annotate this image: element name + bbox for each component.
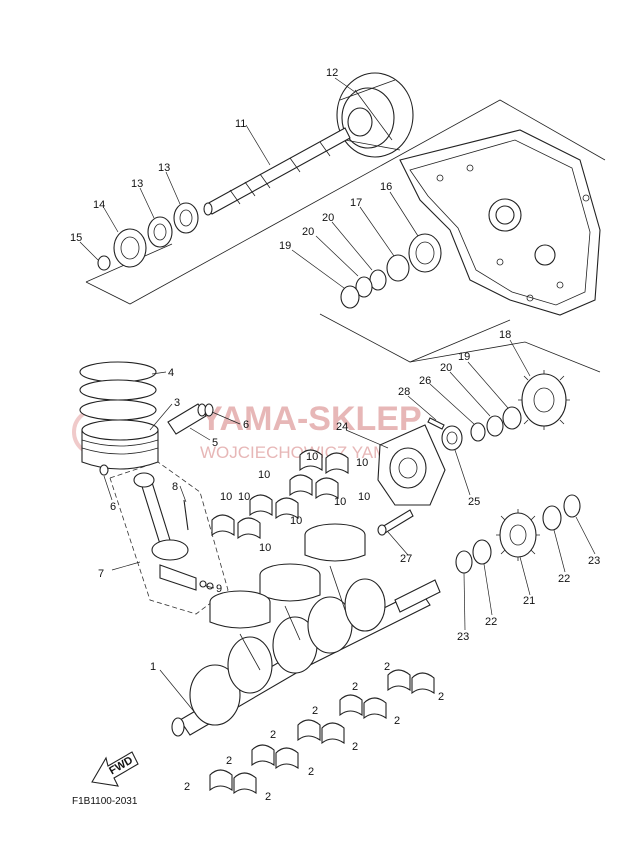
piston-pin — [99, 403, 214, 476]
callout-2c: 2 — [438, 691, 444, 703]
callout-12: 12 — [326, 67, 338, 79]
callout-2a: 2 — [384, 661, 390, 673]
callout-4: 4 — [168, 367, 174, 379]
callout-2e: 2 — [394, 715, 400, 727]
callout-10h: 10 — [220, 491, 232, 503]
callout-10e: 10 — [358, 491, 370, 503]
bearing-set-right — [340, 233, 442, 309]
callout-21: 21 — [523, 595, 535, 607]
callout-25: 25 — [468, 496, 480, 508]
callout-2h: 2 — [226, 755, 232, 767]
crankcase-cover — [399, 129, 601, 316]
forward-arrow: FWD — [91, 751, 139, 787]
output-shaft — [203, 127, 351, 216]
callout-26: 26 — [419, 375, 431, 387]
callout-2k: 2 — [265, 791, 271, 803]
callout-10c: 10 — [258, 469, 270, 481]
callout-9: 9 — [216, 583, 222, 595]
callout-18: 18 — [499, 329, 511, 341]
watermark-brand: YAMA-SKLEP — [200, 400, 422, 438]
bearing-housing — [377, 417, 446, 536]
callout-10f: 10 — [238, 491, 250, 503]
callout-13a: 13 — [158, 162, 170, 174]
callout-5: 5 — [212, 437, 218, 449]
callout-6a: 6 — [243, 419, 249, 431]
callouts: 11 12 13 13 14 15 16 17 20 20 19 18 19 2… — [70, 67, 600, 803]
callout-15: 15 — [70, 232, 82, 244]
callout-16: 16 — [380, 181, 392, 193]
callout-22b: 22 — [485, 616, 497, 628]
gear-stack-lower — [455, 494, 581, 574]
callout-1: 1 — [150, 661, 156, 673]
callout-7: 7 — [98, 568, 104, 580]
callout-19b: 19 — [458, 351, 470, 363]
callout-10b: 10 — [356, 457, 368, 469]
callout-10a: 10 — [306, 451, 318, 463]
callout-20b: 20 — [302, 226, 314, 238]
callout-23b: 23 — [457, 631, 469, 643]
callout-10i: 10 — [259, 542, 271, 554]
drawing-code: F1B1100-2031 — [72, 796, 138, 807]
callout-23a: 23 — [588, 555, 600, 567]
callout-17: 17 — [350, 197, 362, 209]
main-bearing-shells-upper — [211, 449, 349, 540]
callout-10d: 10 — [334, 496, 346, 508]
gear-stack-upper — [441, 370, 570, 451]
callout-6b: 6 — [110, 501, 116, 513]
callout-11: 11 — [235, 118, 246, 130]
callout-20a: 20 — [322, 212, 334, 224]
callout-2g: 2 — [352, 741, 358, 753]
callout-2d: 2 — [312, 705, 318, 717]
callout-19a: 19 — [279, 240, 291, 252]
callout-14: 14 — [93, 199, 105, 211]
gear-group-frame — [319, 313, 601, 373]
callout-24: 24 — [336, 421, 348, 433]
bearing-set-left — [97, 202, 199, 271]
callout-10g: 10 — [290, 515, 302, 527]
drive-flange — [336, 72, 414, 158]
conrod-group — [109, 461, 229, 615]
piston-rings — [79, 361, 157, 421]
piston — [81, 419, 159, 470]
callout-27: 27 — [400, 553, 412, 565]
crankshaft-assembly — [171, 523, 441, 737]
callout-2b: 2 — [352, 681, 358, 693]
callout-2f: 2 — [270, 729, 276, 741]
main-bearing-shells-lower — [209, 669, 435, 795]
callout-13b: 13 — [131, 178, 143, 190]
callout-28: 28 — [398, 386, 410, 398]
callout-3: 3 — [174, 397, 180, 409]
callout-2i: 2 — [308, 766, 314, 778]
callout-8: 8 — [172, 481, 178, 493]
leader-lines — [79, 77, 596, 715]
callout-22a: 22 — [558, 573, 570, 585]
callout-2j: 2 — [184, 781, 190, 793]
callout-20c: 20 — [440, 362, 452, 374]
